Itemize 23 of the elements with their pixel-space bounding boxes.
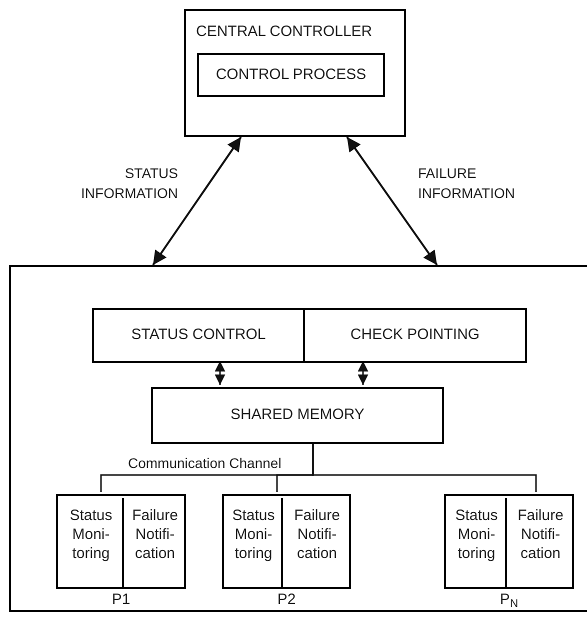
process-label: P$_{N}$ bbox=[498, 591, 520, 609]
box-label: Status Moni- toring bbox=[231, 506, 276, 564]
box-label: Failure Notifi- cation bbox=[516, 506, 564, 564]
process-box bbox=[92, 308, 305, 363]
box-label: Failure Notifi- cation bbox=[293, 506, 341, 564]
process-label: P1 bbox=[110, 591, 132, 609]
process-label: P2 bbox=[276, 591, 297, 609]
box-label: CONTROL PROCESS bbox=[216, 64, 366, 85]
controller-box bbox=[184, 9, 406, 137]
box-title: CENTRAL CONTROLLER bbox=[196, 22, 372, 42]
process-box bbox=[151, 387, 444, 444]
box-label: STATUS CONTROL bbox=[131, 325, 266, 346]
connector-arrow bbox=[346, 136, 438, 266]
process-box bbox=[303, 308, 527, 363]
connector-arrow bbox=[358, 361, 368, 385]
process-box bbox=[197, 53, 385, 97]
box-label: SHARED MEMORY bbox=[230, 405, 364, 426]
box-label: Failure Notifi- cation bbox=[131, 506, 179, 564]
box-label: Status Moni- toring bbox=[68, 506, 114, 564]
box-label: Status Moni- toring bbox=[454, 506, 499, 564]
connector-arrow bbox=[152, 136, 242, 266]
box-label: CHECK POINTING bbox=[350, 325, 480, 346]
connector-arrow bbox=[214, 361, 226, 385]
